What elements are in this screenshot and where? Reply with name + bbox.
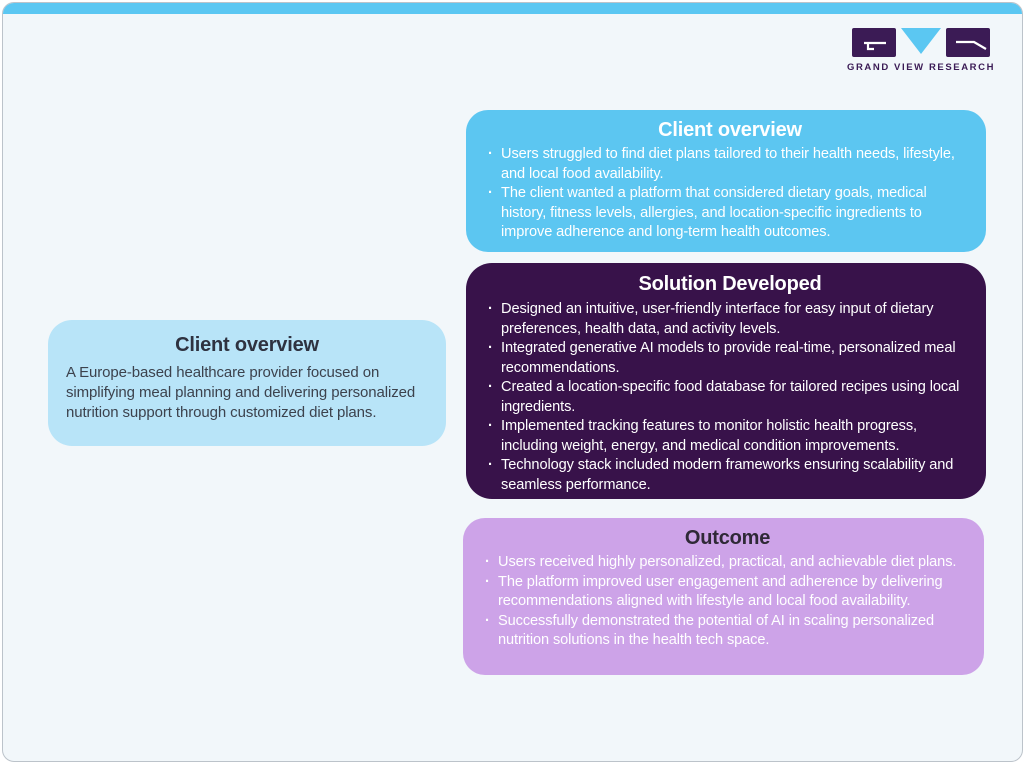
client-overview-bullet-list: Users struggled to find diet plans tailo… bbox=[488, 145, 972, 243]
solution-bullet-list: Designed an intuitive, user-friendly int… bbox=[488, 300, 972, 495]
bullet-item: Users struggled to find diet plans tailo… bbox=[488, 145, 972, 184]
bullet-item: Designed an intuitive, user-friendly int… bbox=[488, 300, 972, 339]
bullet-item: Users received highly personalized, prac… bbox=[485, 553, 970, 573]
bullet-item: Integrated generative AI models to provi… bbox=[488, 339, 972, 378]
solution-developed-title: Solution Developed bbox=[638, 273, 822, 295]
outcome-card: Outcome Users received highly personaliz… bbox=[463, 518, 984, 675]
client-overview-left-body: A Europe-based healthcare provider focus… bbox=[66, 364, 416, 421]
bullet-item: Successfully demonstrated the potential … bbox=[485, 612, 970, 651]
gvr-logo-icon bbox=[852, 28, 990, 58]
client-overview-left-title: Client overview bbox=[175, 334, 319, 356]
bullet-item: The platform improved user engagement an… bbox=[485, 573, 970, 612]
solution-developed-card: Solution Developed Designed an intuitive… bbox=[466, 263, 986, 499]
top-accent-bar bbox=[3, 3, 1022, 14]
bullet-item: Implemented tracking features to monitor… bbox=[488, 417, 972, 456]
outcome-bullet-list: Users received highly personalized, prac… bbox=[485, 553, 970, 651]
grand-view-research-logo: GRAND VIEW RESEARCH bbox=[846, 28, 996, 73]
bullet-item: The client wanted a platform that consid… bbox=[488, 184, 972, 243]
client-overview-right-title: Client overview bbox=[658, 119, 802, 141]
bullet-item: Created a location-specific food databas… bbox=[488, 378, 972, 417]
client-overview-left-card: Client overview A Europe-based healthcar… bbox=[48, 320, 446, 446]
client-overview-right-card: Client overview Users struggled to find … bbox=[466, 110, 986, 252]
logo-wordmark: GRAND VIEW RESEARCH bbox=[846, 62, 996, 73]
bullet-item: Technology stack included modern framewo… bbox=[488, 456, 972, 495]
outcome-title: Outcome bbox=[684, 527, 771, 549]
